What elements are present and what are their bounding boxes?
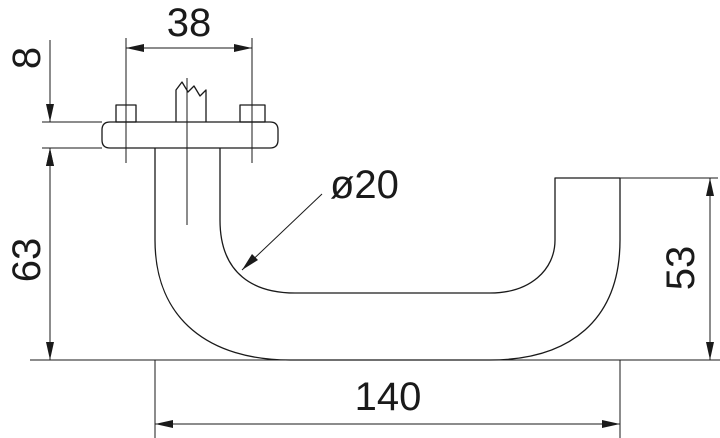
dimension-38: 38 [126,1,252,52]
dimension-8: 8 [5,40,54,166]
dim-label-140: 140 [355,375,422,419]
rose-plate [101,121,279,149]
dimension-53: 53 [659,178,714,360]
dim-label-53: 53 [659,246,703,291]
spindle [175,78,207,225]
dimension-140: 140 [155,375,620,428]
dim-label-diameter: ø20 [330,163,399,207]
lever-body [154,148,621,361]
dim-label-8: 8 [5,47,49,69]
dimension-63: 63 [5,148,54,360]
screw-left [115,104,137,163]
extension-lines [30,38,720,438]
dim-label-63: 63 [5,238,49,283]
dimension-diameter-20: ø20 [241,163,399,271]
dim-label-38: 38 [167,1,212,45]
screw-right [239,104,266,163]
